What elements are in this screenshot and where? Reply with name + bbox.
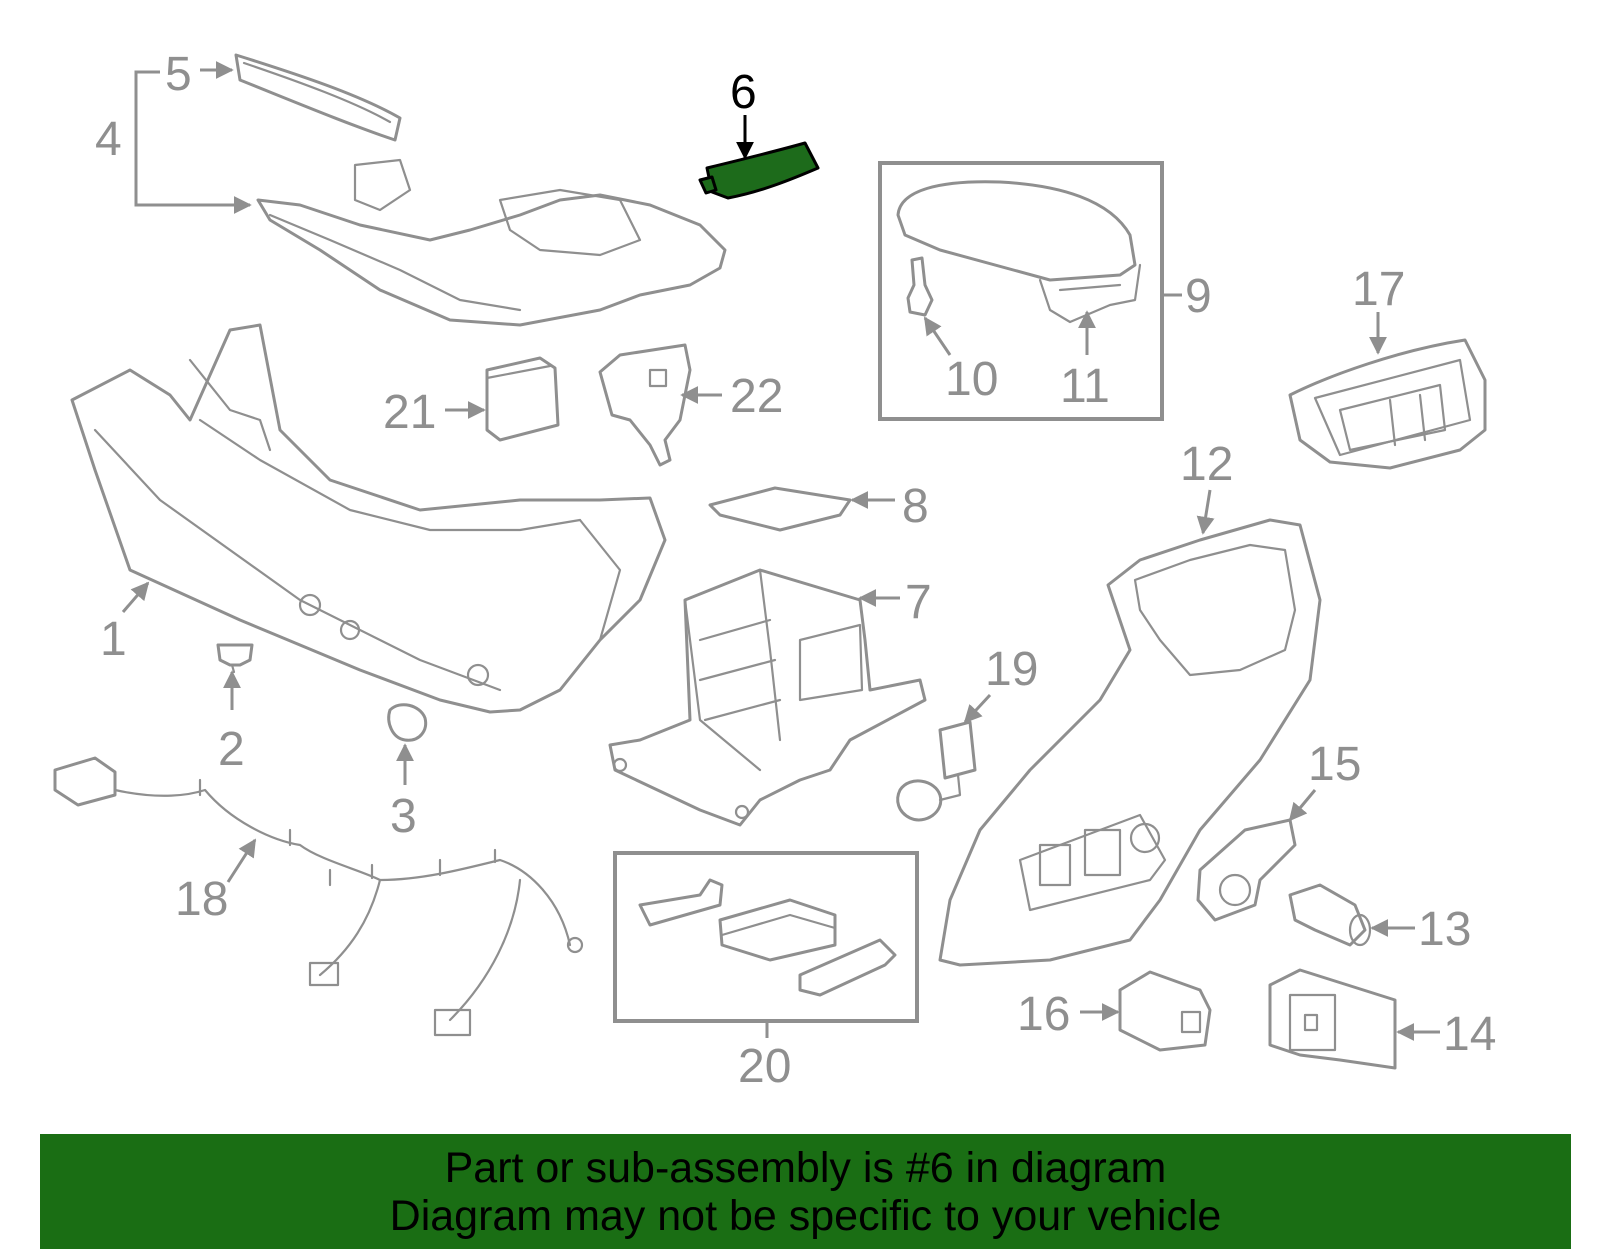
callout-11: 11 — [1060, 360, 1110, 413]
part-3-grommet[interactable] — [387, 703, 428, 742]
part-16-usb-port[interactable] — [1118, 970, 1212, 1052]
part-14-power-outlet[interactable] — [1268, 968, 1397, 1070]
part-7-bin[interactable] — [608, 568, 927, 827]
part-8-mat[interactable] — [708, 486, 852, 532]
parts-diagram: 1 2 3 4 5 6 7 8 9 10 11 12 13 14 15 16 1… — [53, 48, 1496, 1093]
part-22-bracket[interactable] — [598, 343, 692, 467]
info-banner: Part or sub-assembly is #6 in diagram Di… — [40, 1134, 1571, 1249]
callout-19: 19 — [985, 643, 1038, 696]
part-17-vent[interactable] — [1288, 338, 1487, 470]
part-13-socket[interactable] — [1288, 883, 1372, 947]
part-21-module[interactable] — [485, 356, 560, 442]
callout-18: 18 — [175, 873, 228, 926]
part-5-armrest-pad[interactable] — [234, 53, 402, 142]
callout-14: 14 — [1443, 1008, 1496, 1061]
callout-13: 13 — [1418, 903, 1471, 956]
part-15-outlet-bracket[interactable] — [1196, 818, 1297, 922]
callout-15: 15 — [1308, 738, 1361, 791]
box-9-armrest-assembly — [878, 161, 1164, 421]
banner-line-1: Part or sub-assembly is #6 in diagram — [444, 1143, 1167, 1192]
part-4-upper-trim[interactable] — [256, 158, 727, 327]
callout-5: 5 — [165, 48, 192, 101]
part-1-console-base[interactable] — [70, 323, 667, 714]
leader-lines — [121, 61, 1440, 1041]
part-19-sensor[interactable] — [896, 720, 977, 822]
callout-20: 20 — [738, 1040, 791, 1093]
callout-6: 6 — [730, 66, 757, 119]
part-6-highlighted[interactable] — [698, 141, 820, 200]
callout-21: 21 — [383, 386, 436, 439]
callout-8: 8 — [902, 480, 929, 533]
callout-labels: 1 2 3 4 5 6 7 8 9 10 11 12 13 14 15 16 1… — [95, 48, 1496, 1093]
banner-line-2: Diagram may not be specific to your vehi… — [389, 1191, 1222, 1240]
part-12-side-panel[interactable] — [938, 518, 1322, 967]
box-20-module-kit — [613, 851, 919, 1023]
callout-9: 9 — [1185, 270, 1212, 323]
callout-10: 10 — [945, 353, 998, 406]
callout-2: 2 — [218, 723, 245, 776]
callout-4: 4 — [95, 113, 122, 166]
callout-3: 3 — [390, 790, 417, 843]
callout-12: 12 — [1180, 438, 1233, 491]
part-18-wiring-harness[interactable] — [53, 756, 584, 1037]
callout-7: 7 — [905, 576, 932, 629]
callout-1: 1 — [100, 613, 127, 666]
callout-16: 16 — [1017, 988, 1070, 1041]
callout-22: 22 — [730, 370, 783, 423]
part-2-clip[interactable] — [216, 643, 254, 674]
callout-17: 17 — [1352, 263, 1405, 316]
